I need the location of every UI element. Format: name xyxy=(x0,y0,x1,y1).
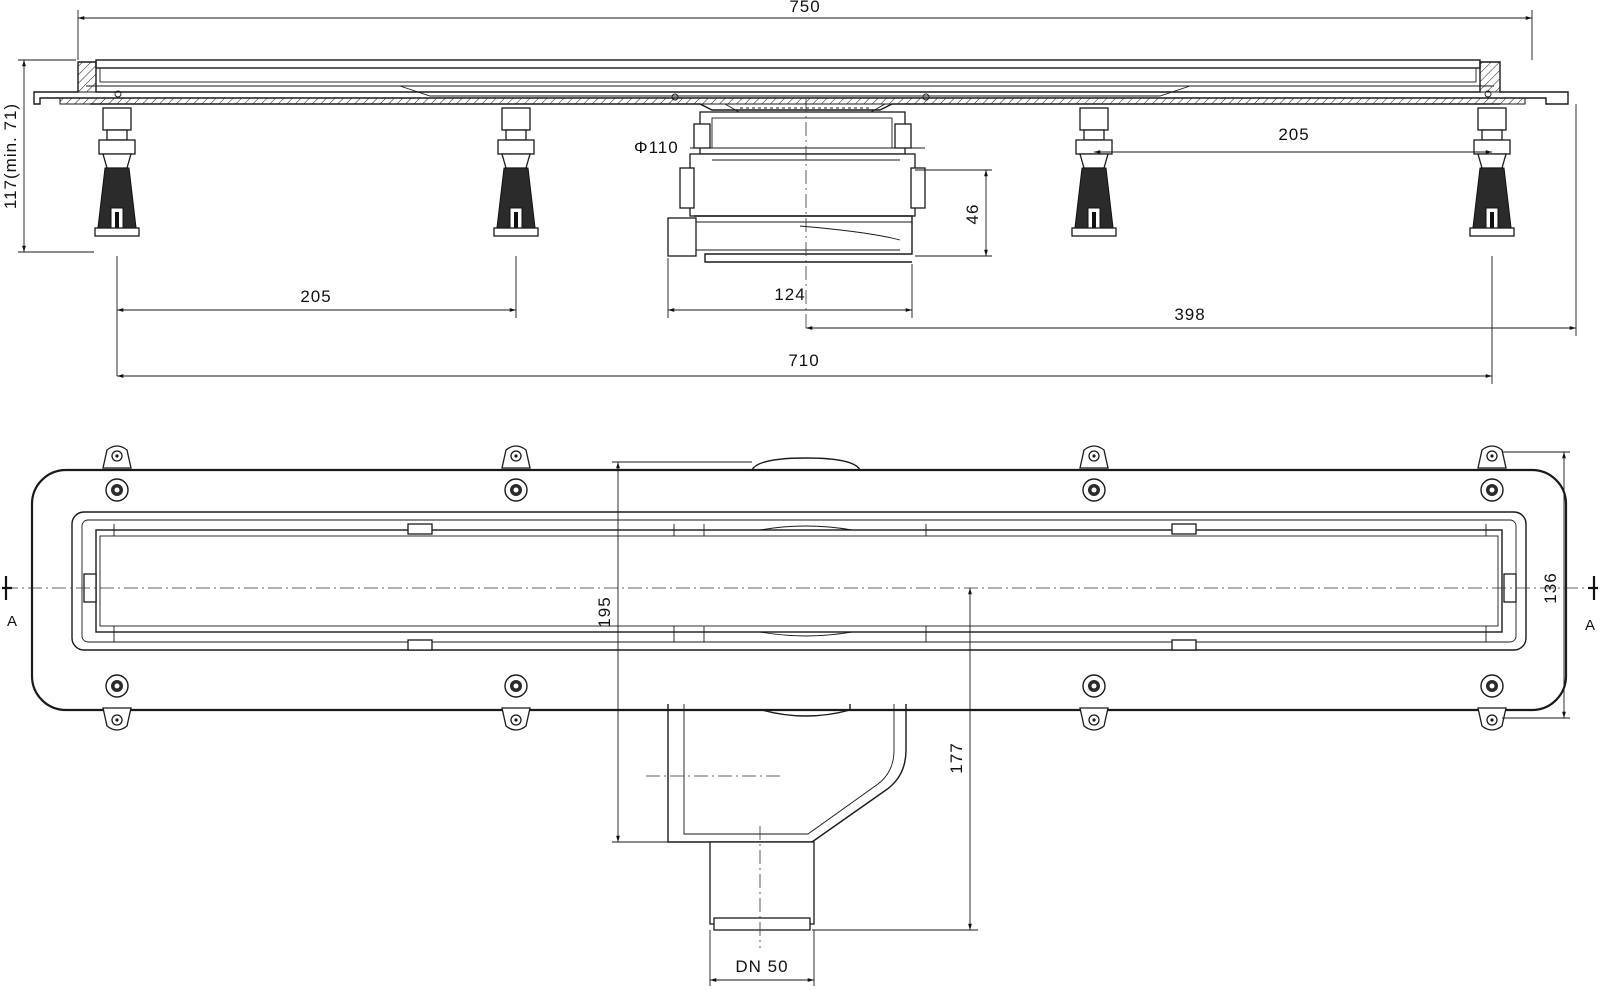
dim-height: 117(min. 71) xyxy=(1,103,20,209)
section-label-right: A xyxy=(1585,617,1595,634)
dim-inner-width: 136 xyxy=(1541,572,1560,603)
adjustable-foot xyxy=(493,107,539,237)
dim-overall-width: 195 xyxy=(595,596,614,627)
mounting-tab-icon xyxy=(501,445,531,469)
mounting-tab-icon xyxy=(501,707,531,731)
bolt-icon xyxy=(1082,478,1106,502)
dim-outlet-height: 46 xyxy=(963,204,982,225)
outlet-siphon xyxy=(667,103,926,263)
dim-foot-spacing-right: 205 xyxy=(1278,125,1309,144)
dim-pipe-diameter: Φ110 xyxy=(634,138,679,157)
adjustable-foot xyxy=(1469,107,1515,237)
bolt-icon xyxy=(504,674,528,698)
adjustable-foot xyxy=(1071,107,1117,237)
outlet-body xyxy=(646,704,907,948)
section-marker-left: A xyxy=(2,576,17,630)
bolt-icon xyxy=(105,478,129,502)
mounting-tab-icon xyxy=(1477,445,1507,469)
dim-outlet-size: DN 50 xyxy=(735,957,788,976)
dim-feet-span: 710 xyxy=(788,351,819,370)
adjustable-foot xyxy=(94,107,140,237)
plan-view: A A 195 136 177 DN 50 xyxy=(2,445,1598,986)
mounting-tab-icon xyxy=(1079,707,1109,731)
section-marker-right: A xyxy=(1585,576,1598,634)
dim-overall-length: 750 xyxy=(789,0,820,16)
dim-outlet-depth: 177 xyxy=(947,742,966,773)
bolt-icon xyxy=(1082,674,1106,698)
mounting-tab-icon xyxy=(102,707,132,731)
mounting-tab-icon xyxy=(1079,445,1109,469)
grate-clips xyxy=(83,523,1517,651)
mounting-tab-icon xyxy=(102,445,132,469)
section-label-left: A xyxy=(7,613,17,630)
bolt-icon xyxy=(504,478,528,502)
dim-outlet-width: 124 xyxy=(774,285,805,304)
bolt-icon xyxy=(1480,478,1504,502)
bolt-icon xyxy=(105,674,129,698)
dim-foot-spacing-left: 205 xyxy=(300,287,331,306)
dim-outlet-offset: 398 xyxy=(1174,305,1205,324)
side-view: 750 117(min. 71) Φ110 205 46 205 124 398 xyxy=(1,0,1577,384)
mounting-tab-icon xyxy=(1477,707,1507,731)
channel-profile xyxy=(33,59,1569,111)
bolt-icon xyxy=(1480,674,1504,698)
